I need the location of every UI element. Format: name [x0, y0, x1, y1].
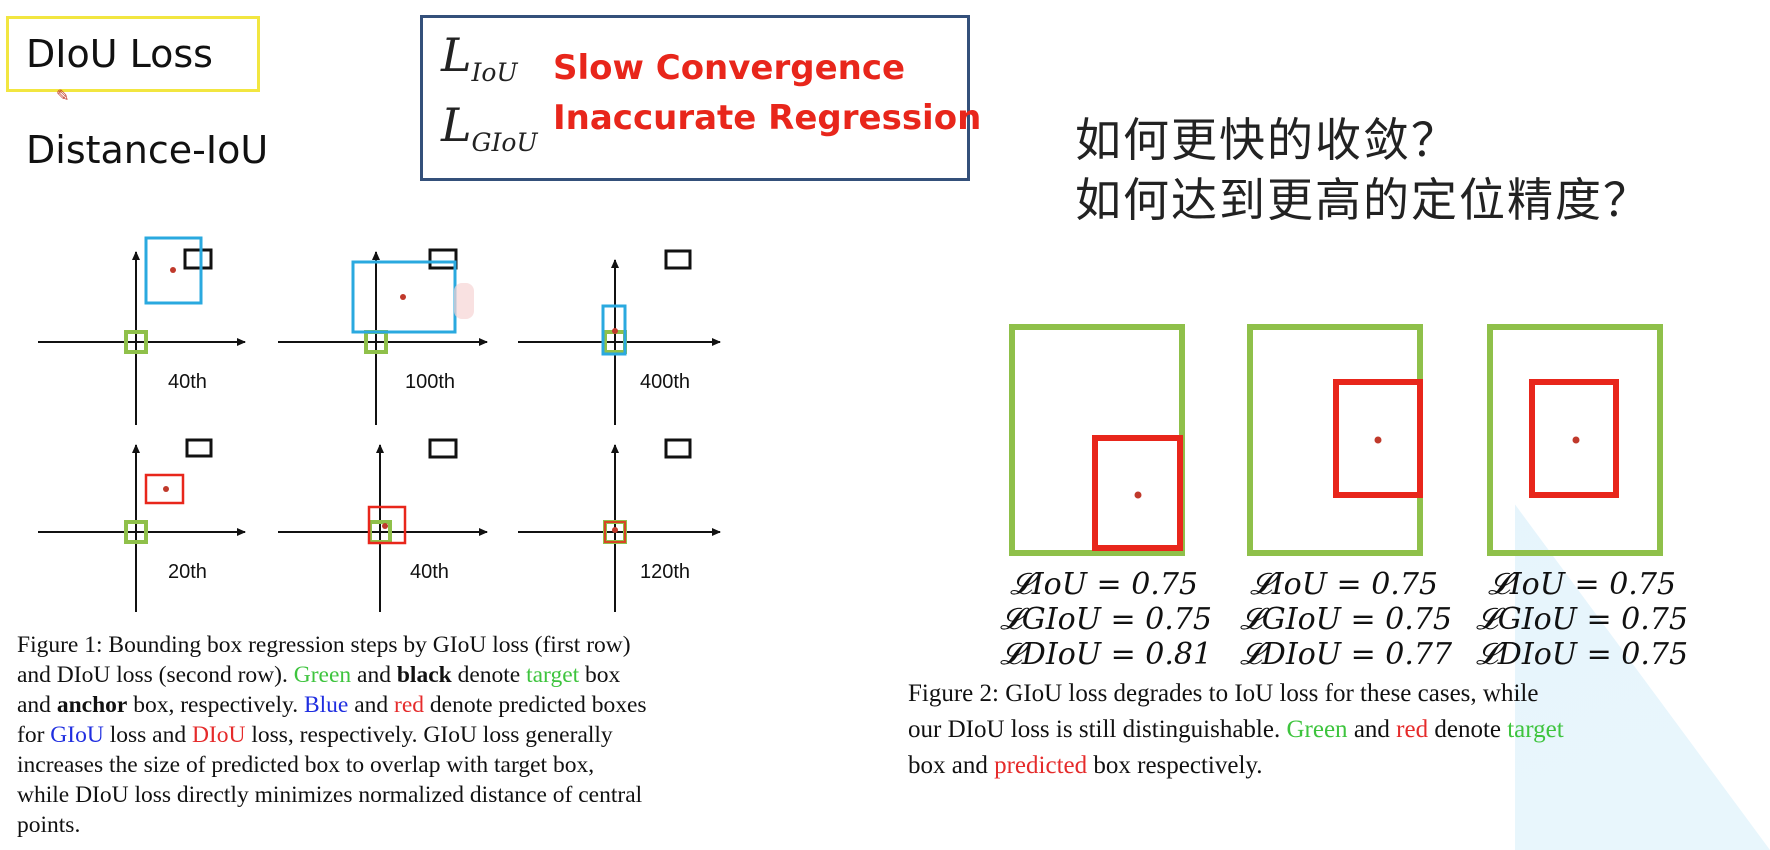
- fig1-panel-r2c3: 120th: [518, 438, 721, 612]
- faded-mark: [454, 283, 474, 319]
- fig2-case-3: 𝓛IoU = 0.75 𝓛GIoU = 0.75 𝓛DIoU = 0.75: [1476, 324, 1688, 672]
- diou-predicted-box: [367, 505, 407, 545]
- predicted-center-point: [382, 523, 388, 529]
- predicted-center-point: [612, 328, 618, 334]
- predicted-center-point: [1134, 491, 1142, 499]
- diou-predicted-box: [604, 521, 626, 543]
- iou-loss-value: 𝓛IoU = 0.75: [1010, 567, 1198, 602]
- predicted-box: [1092, 435, 1183, 551]
- pen-cursor-icon: ✎: [56, 88, 70, 105]
- anchor-box: [664, 438, 692, 459]
- giou-predicted-box: [601, 304, 627, 356]
- giou-loss-value: 𝓛GIoU = 0.75: [1240, 602, 1452, 637]
- fig1-panel-r1c1: 40th: [38, 236, 246, 425]
- loss-problems-box: LIoU Slow Convergence LGIoU Inaccurate R…: [420, 15, 981, 181]
- figure2-caption: Figure 2: GIoU loss degrades to IoU loss…: [908, 680, 1564, 779]
- anchor-box: [185, 438, 213, 458]
- title-highlight-box: [6, 16, 260, 92]
- anchor-box: [664, 249, 692, 270]
- diou-loss-value: 𝓛DIoU = 0.81: [1000, 637, 1212, 672]
- predicted-box: [1333, 379, 1423, 498]
- diou-loss-value: 𝓛DIoU = 0.75: [1476, 637, 1688, 672]
- iou-loss-symbol: LIoU: [441, 28, 518, 87]
- target-box: [124, 330, 148, 354]
- step-label: 40th: [168, 371, 207, 393]
- fig2-case-2: 𝓛IoU = 0.75 𝓛GIoU = 0.75 𝓛DIoU = 0.77: [1240, 324, 1453, 672]
- anchor-box: [183, 248, 213, 270]
- predicted-center-point: [163, 486, 169, 492]
- step-label: 40th: [410, 561, 449, 583]
- slide-subtitle: Distance-IoU: [26, 128, 269, 172]
- diou-predicted-box: [144, 473, 185, 505]
- target-box: [124, 520, 148, 544]
- step-label: 120th: [640, 561, 690, 583]
- figure1-caption: Figure 1: Bounding box regression steps …: [17, 632, 647, 838]
- giou-loss-value: 𝓛GIoU = 0.75: [1000, 602, 1212, 637]
- question-faster-convergence: 如何更快的收敛？: [1075, 113, 1459, 167]
- giou-loss-value: 𝓛GIoU = 0.75: [1476, 602, 1688, 637]
- iou-loss-value: 𝓛IoU = 0.75: [1250, 567, 1438, 602]
- fig1-panel-r2c1: 20th: [38, 438, 246, 612]
- question-higher-accuracy: 如何达到更高的定位精度？: [1075, 173, 1651, 227]
- step-label: 100th: [405, 371, 455, 393]
- diou-loss-value: 𝓛DIoU = 0.77: [1240, 637, 1453, 672]
- iou-loss-value: 𝓛IoU = 0.75: [1488, 567, 1676, 602]
- step-label: 400th: [640, 371, 690, 393]
- target-box: [1487, 324, 1663, 556]
- predicted-box: [1529, 379, 1619, 498]
- fig2-case-1: 𝓛IoU = 0.75 𝓛GIoU = 0.75 𝓛DIoU = 0.81: [1000, 324, 1212, 672]
- fig1-panel-r2c2: 40th: [278, 438, 488, 612]
- fig1-panel-r1c2: 100th: [278, 248, 488, 425]
- predicted-center-point: [170, 267, 176, 273]
- giou-predicted-box: [144, 236, 203, 305]
- anchor-box: [428, 248, 458, 270]
- predicted-center-point: [400, 294, 406, 300]
- iou-loss-note: Slow Convergence: [553, 48, 906, 88]
- fig1-panel-r1c3: 400th: [518, 249, 721, 425]
- slide-title: DIoU Loss: [26, 32, 213, 76]
- giou-loss-symbol: LGIoU: [441, 98, 538, 157]
- anchor-box: [428, 438, 458, 459]
- predicted-center-point: [612, 527, 618, 533]
- giou-loss-note: Inaccurate Regression: [553, 98, 982, 138]
- predicted-center-point: [1374, 436, 1382, 444]
- predicted-center-point: [1572, 436, 1580, 444]
- step-label: 20th: [168, 561, 207, 583]
